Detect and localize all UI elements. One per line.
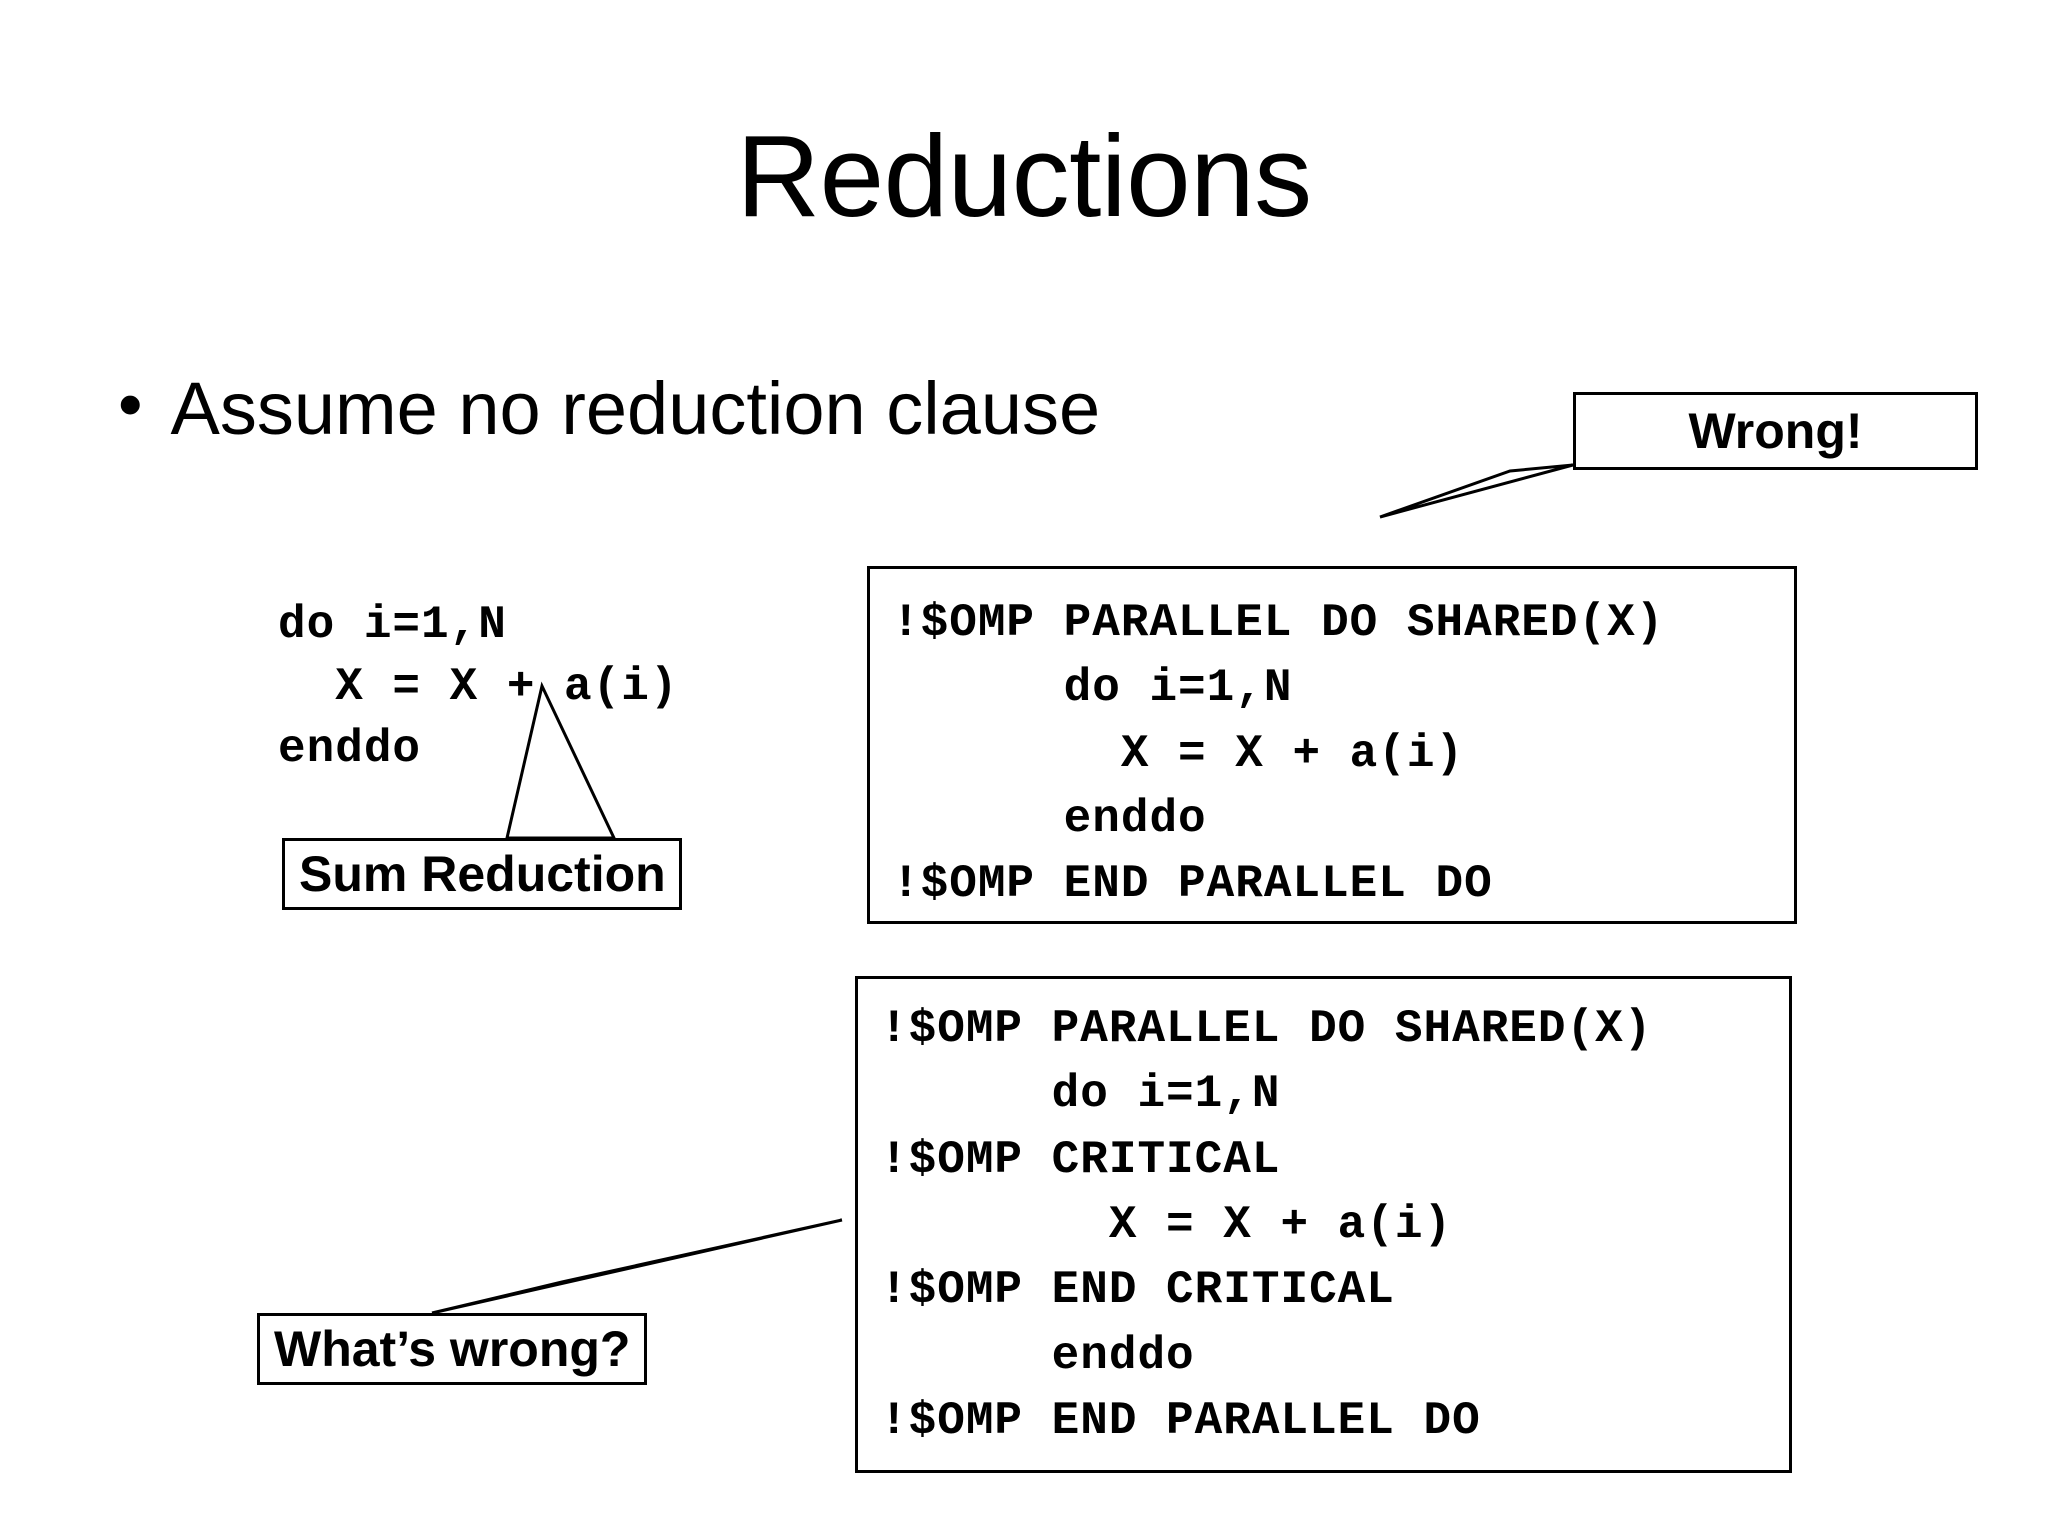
callout-whats-wrong-label: What’s wrong? [274,1321,631,1377]
openmp-parallel-do-shared-code-block: !$OMP PARALLEL DO SHARED(X) do i=1,N X =… [867,566,1797,924]
bullet-item: • Assume no reduction clause [118,365,1101,450]
bullet-text: Assume no reduction clause [170,367,1101,450]
openmp-critical-code-block: !$OMP PARALLEL DO SHARED(X) do i=1,N !$O… [855,976,1792,1473]
callout-wrong-label: Wrong! [1688,403,1863,459]
whats-wrong-callout-tail [431,1218,843,1315]
callout-sum-reduction: Sum Reduction [282,838,682,910]
callout-whats-wrong: What’s wrong? [257,1313,647,1385]
sum-reduction-snippet: do i=1,N X = X + a(i) enddo [278,599,679,776]
callout-wrong: Wrong! [1573,392,1978,470]
sum-reduction-callout-tail [505,681,617,840]
wrong-callout-tail [1379,463,1574,519]
bullet-dot-icon: • [118,365,143,443]
callout-sum-reduction-label: Sum Reduction [299,846,666,902]
page-title: Reductions [736,111,1312,241]
